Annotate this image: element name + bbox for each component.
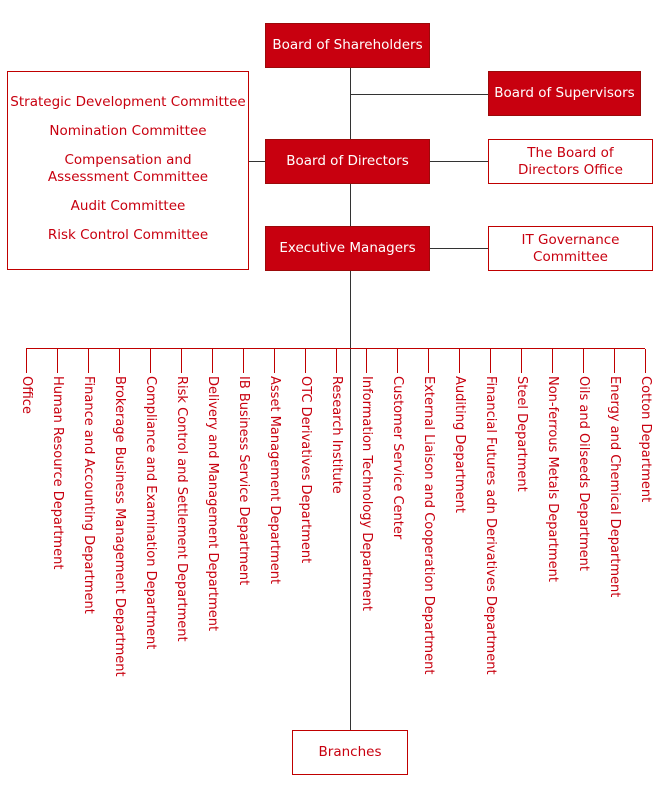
department-connector (521, 349, 522, 373)
board-of-shareholders-label: Board of Shareholders (272, 37, 423, 53)
directors-office-connector (430, 161, 488, 162)
department-connector (459, 349, 460, 373)
department-label: Asset Management Department (267, 376, 282, 585)
department-connector (305, 349, 306, 373)
board-of-supervisors-label: Board of Supervisors (494, 85, 635, 101)
branches-box: Branches (292, 730, 408, 775)
department-connector (552, 349, 553, 373)
department-label: Steel Department (514, 376, 529, 492)
departments-bus-line (26, 348, 645, 349)
department-connector (181, 349, 182, 373)
board-of-directors-box: Board of Directors (265, 139, 430, 184)
department-label: Research Institute (329, 376, 344, 494)
department-label: Information Technology Department (359, 376, 374, 612)
department-connector (26, 349, 27, 373)
department-label: Finance and Accounting Department (81, 376, 96, 614)
department-connector (583, 349, 584, 373)
supervisors-connector (350, 94, 488, 95)
department-connector (645, 349, 646, 373)
committees-connector (248, 161, 266, 162)
directors-office-label: The Board of Directors Office (518, 144, 623, 178)
committees-box: Strategic Development Committee Nominati… (7, 71, 249, 270)
department-label: IB Business Service Department (236, 376, 251, 586)
department-label: Customer Service Center (390, 376, 405, 540)
department-connector (274, 349, 275, 373)
department-connector (490, 349, 491, 373)
department-connector (119, 349, 120, 373)
department-label: OTC Derivatives Department (298, 376, 313, 564)
department-connector (88, 349, 89, 373)
branches-label: Branches (318, 744, 382, 760)
it-governance-connector (430, 248, 488, 249)
department-connector (57, 349, 58, 373)
department-label: Financial Futures adn Derivatives Depart… (483, 376, 498, 675)
department-label: Auditing Department (452, 376, 467, 513)
executive-managers-box: Executive Managers (265, 226, 430, 271)
board-of-directors-label: Board of Directors (286, 153, 409, 169)
department-label: Oils and Oilseeds Department (576, 376, 591, 571)
directors-office-box: The Board of Directors Office (488, 139, 653, 184)
committee-item: Compensation and Assessment Committee (47, 152, 209, 185)
department-connector (614, 349, 615, 373)
committee-item: Audit Committee (70, 198, 186, 214)
department-label: External Liaison and Cooperation Departm… (421, 376, 436, 675)
department-connector (428, 349, 429, 373)
department-connector (150, 349, 151, 373)
executive-managers-label: Executive Managers (279, 240, 416, 256)
committee-item: Strategic Development Committee (10, 94, 246, 110)
department-connector (397, 349, 398, 373)
department-label: Human Resource Department (50, 376, 65, 570)
department-label: Office (19, 376, 34, 414)
department-connector (336, 349, 337, 373)
board-of-shareholders-box: Board of Shareholders (265, 23, 430, 68)
board-of-supervisors-box: Board of Supervisors (488, 71, 641, 116)
department-connector (366, 349, 367, 373)
committee-item: Risk Control Committee (47, 227, 209, 243)
department-label: Cotton Department (638, 376, 653, 503)
department-label: Energy and Chemical Department (607, 376, 622, 598)
department-label: Risk Control and Settlement Department (174, 376, 189, 642)
committee-item: Nomination Committee (49, 123, 207, 139)
department-connector (243, 349, 244, 373)
department-label: Delivery and Management Department (205, 376, 220, 632)
it-governance-box: IT Governance Committee (488, 226, 653, 271)
department-label: Brokerage Business Management Department (112, 376, 127, 677)
it-governance-label: IT Governance Committee (521, 231, 620, 265)
department-label: Non-ferrous Metals Department (545, 376, 560, 582)
trunk-line (350, 68, 351, 730)
department-connector (212, 349, 213, 373)
department-label: Compliance and Examination Department (143, 376, 158, 650)
